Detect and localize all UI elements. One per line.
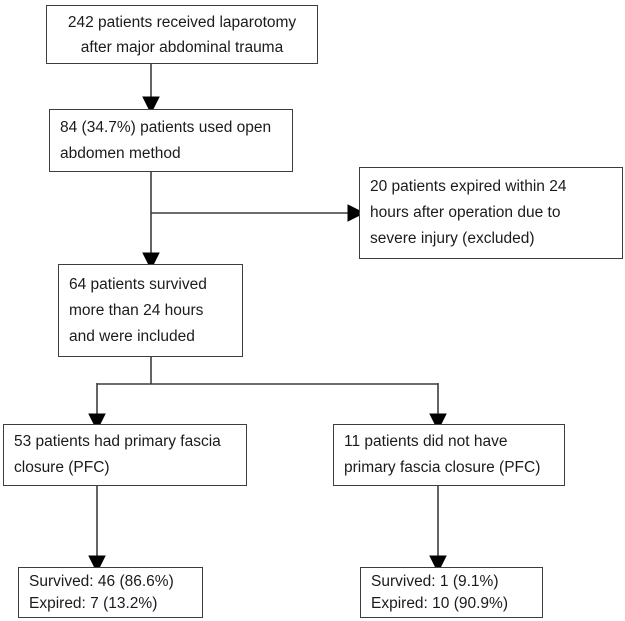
node-text-line: and were included (69, 327, 195, 345)
node-text-line: 64 patients survived (69, 275, 207, 293)
node-text-line: hours after operation due to (370, 204, 561, 221)
node-no-pfc-outcomes: Survived: 1 (9.1%) Expired: 10 (90.9%) (360, 567, 543, 618)
node-text-line: 20 patients expired within 24 (370, 178, 567, 195)
node-laparotomy: 242 patients received laparotomy after m… (46, 5, 318, 64)
node-pfc: 53 patients had primary fascia closure (… (3, 424, 247, 486)
node-text-line: abdomen method (60, 144, 181, 162)
node-text-line: Survived: 46 (86.6%) (29, 572, 174, 590)
node-text-line: closure (PFC) (14, 459, 110, 476)
node-excluded: 20 patients expired within 24 hours afte… (359, 167, 623, 259)
node-text-line: after major abdominal trauma (80, 38, 284, 56)
node-text-line: more than 24 hours (69, 301, 204, 319)
node-text-line: Survived: 1 (9.1%) (371, 572, 499, 590)
node-text-line: Expired: 7 (13.2%) (29, 594, 158, 612)
node-text-line: 11 patients did not have (344, 433, 508, 450)
node-open-abdomen: 84 (34.7%) patients used open abdomen me… (49, 109, 293, 172)
node-text-line: severe injury (excluded) (370, 230, 535, 247)
node-text-line: 84 (34.7%) patients used open (60, 118, 272, 136)
node-text-line: 53 patients had primary fascia (14, 433, 221, 450)
node-pfc-outcomes: Survived: 46 (86.6%) Expired: 7 (13.2%) (18, 567, 203, 618)
node-text-line: 242 patients received laparotomy (67, 13, 297, 31)
node-no-pfc: 11 patients did not have primary fascia … (333, 424, 565, 486)
node-text-line: primary fascia closure (PFC) (344, 459, 541, 476)
node-text-line: Expired: 10 (90.9%) (371, 594, 508, 612)
node-included: 64 patients survived more than 24 hours … (58, 264, 243, 357)
